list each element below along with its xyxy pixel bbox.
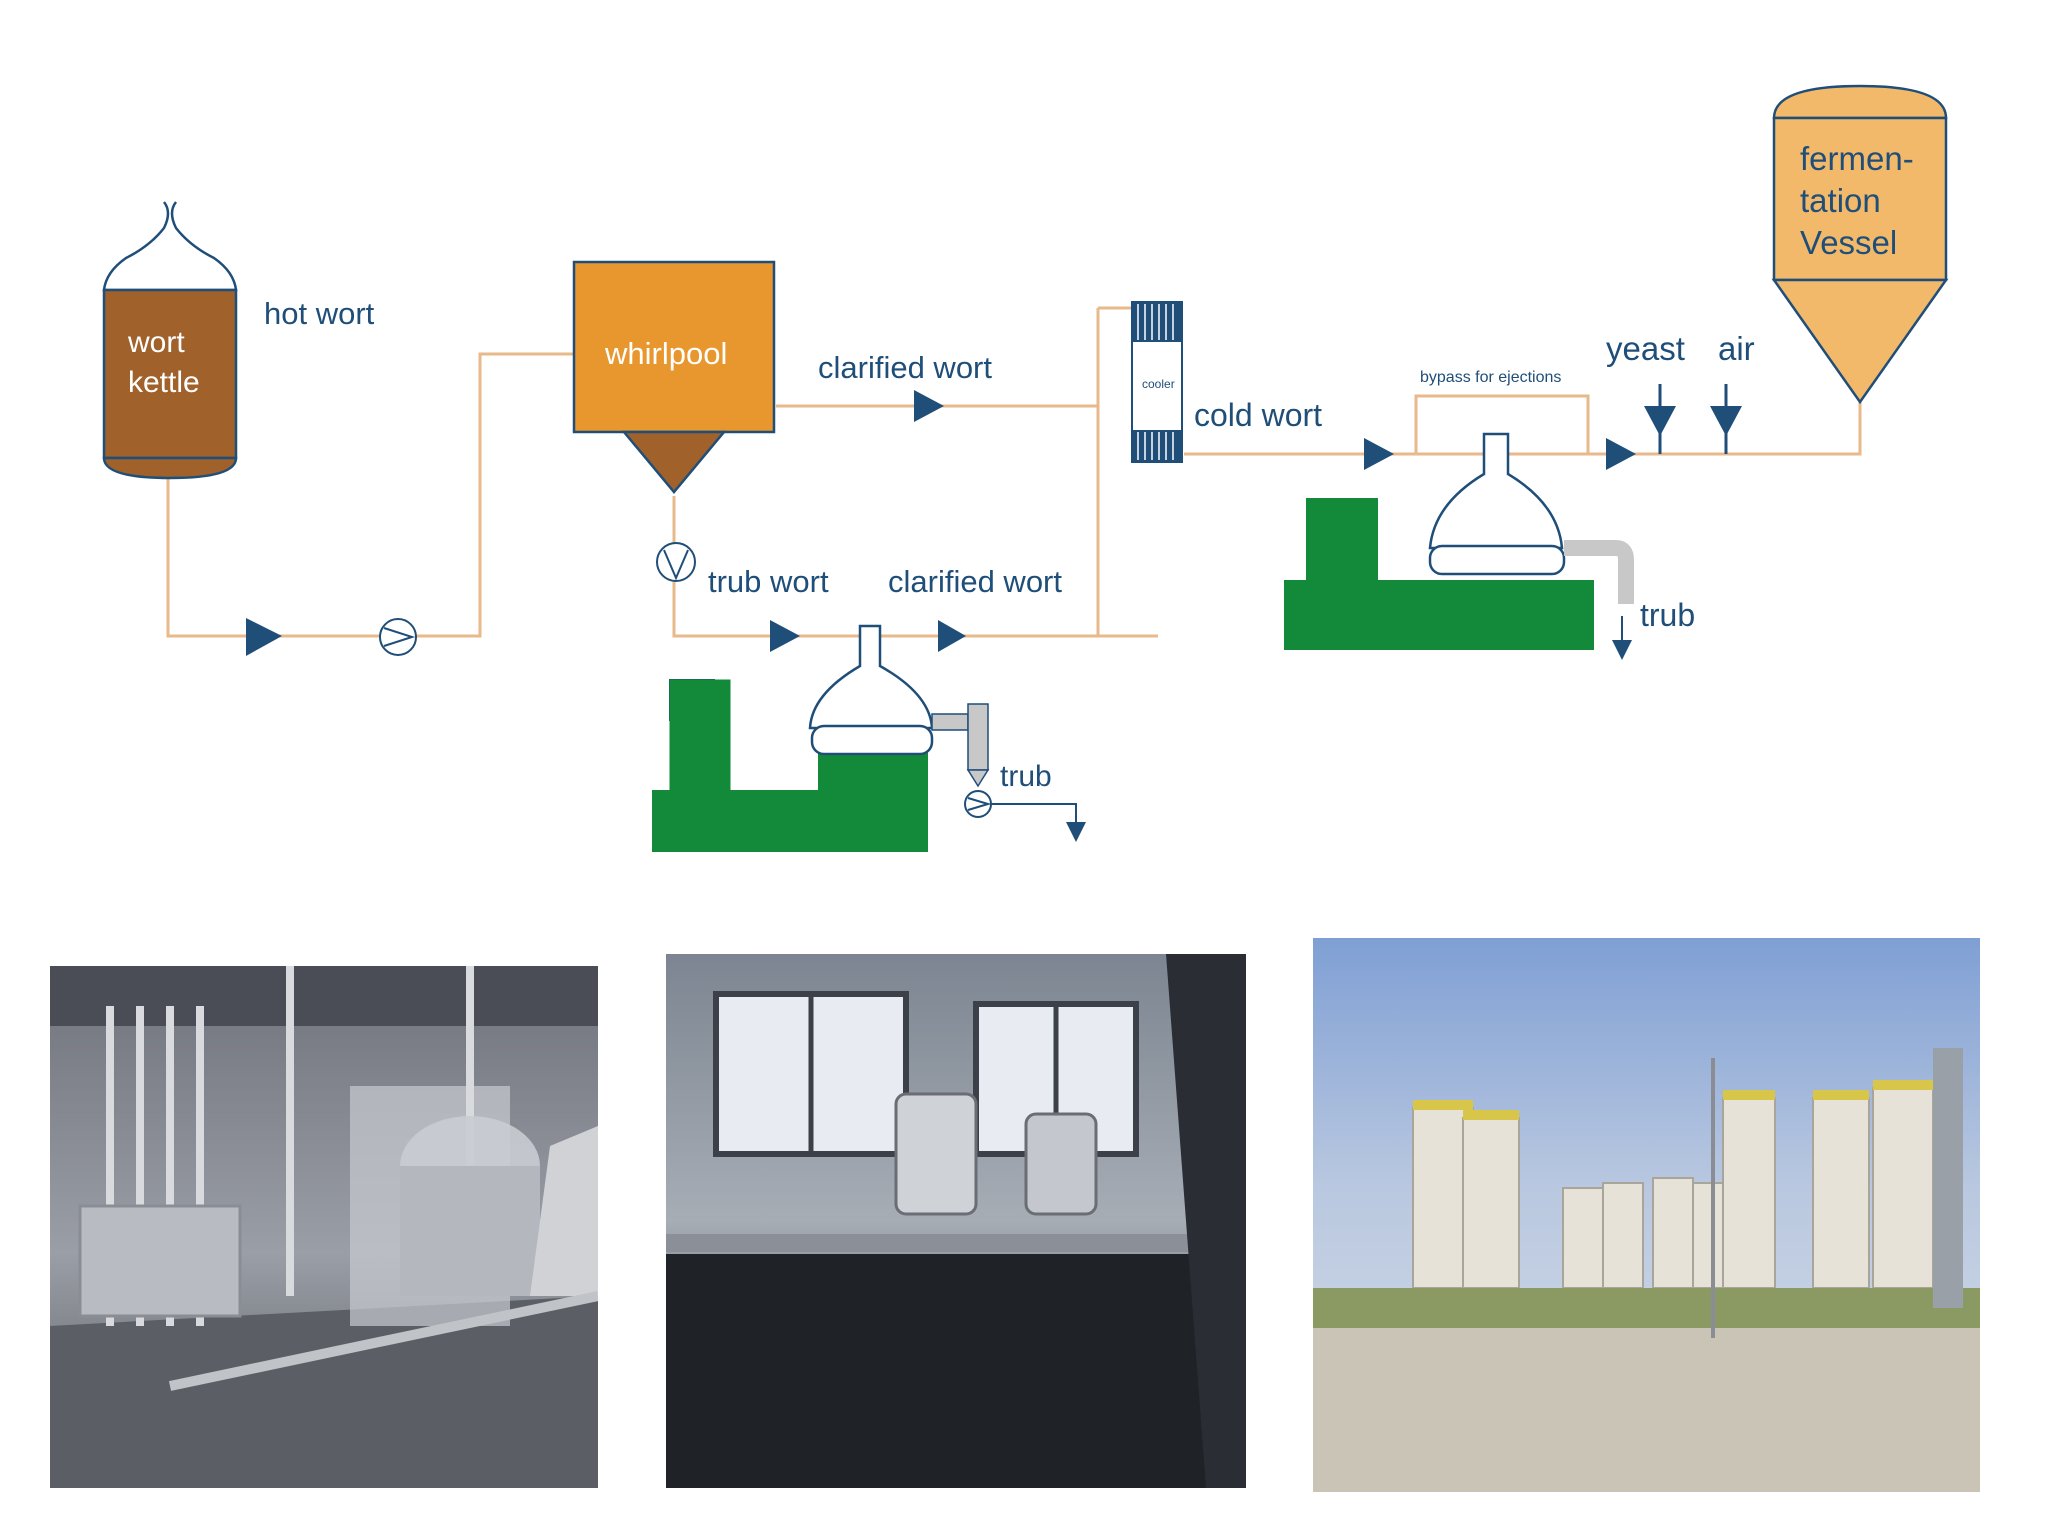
wort-kettle-label-1: wort [127, 326, 185, 359]
yeast-label: yeast [1606, 330, 1685, 367]
separator-base [652, 790, 928, 852]
flow-arrow-icon [938, 620, 966, 652]
whirlpool: whirlpool [572, 260, 776, 494]
separator-bowl [808, 624, 934, 730]
brewhouse-interior-photo [50, 966, 598, 1488]
separator-drive [818, 752, 928, 792]
flow-arrow-icon [1364, 438, 1394, 470]
fermenter-cone [1771, 278, 1949, 405]
whirlpool-body [572, 260, 776, 434]
kettle-dome [102, 201, 238, 292]
wort-kettle-label-2: kettle [128, 366, 200, 399]
clarified-wort-top-label: clarified wort [818, 350, 992, 385]
clarified-wort-bottom-label: clarified wort [888, 564, 1062, 599]
fermenter-dome [1772, 84, 1948, 120]
pump-icon [379, 618, 417, 656]
flow-arrow-icon [1606, 438, 1636, 470]
flow-arrow-icon [246, 618, 282, 656]
separator-outlet [931, 713, 969, 731]
trub-collector [967, 703, 989, 771]
hot-wort-label: hot wort [264, 296, 375, 331]
cooler: cooler [1131, 301, 1183, 463]
trub-drain-arrow-icon [1612, 640, 1632, 660]
air-dosing-arrow-icon [1710, 384, 1742, 454]
separator-disc [1428, 544, 1566, 576]
trub-pump-icon [964, 790, 992, 818]
cooler-top-plates [1132, 302, 1182, 342]
trub-wort-label: trub wort [708, 564, 829, 599]
bypass-label: bypass for ejections [1420, 369, 1561, 386]
decanter-separator [652, 624, 1086, 852]
separator-motor [1306, 498, 1378, 580]
flow-arrow-icon [770, 620, 800, 652]
separator-disc [810, 724, 934, 756]
cold-wort-pipe [1184, 402, 1862, 456]
flow-arrow-icon [914, 390, 944, 422]
whirlpool-label: whirlpool [604, 336, 727, 371]
bypass-pipe [1414, 394, 1590, 454]
fermentation-silos-photo [1313, 938, 1980, 1492]
fermenter-label-3: Vessel [1800, 224, 1897, 261]
cooler-bottom-plates [1132, 430, 1182, 462]
wort-kettle: wort kettle [102, 201, 238, 480]
fermentation-vessel: fermen- tation Vessel [1771, 84, 1949, 405]
fermenter-label-2: tation [1800, 182, 1881, 219]
fermenter-label-1: fermen- [1800, 140, 1914, 177]
wort-separator [1284, 432, 1634, 660]
trub-chute [1564, 540, 1634, 604]
tank-room-photo [666, 954, 1246, 1488]
air-label: air [1718, 330, 1755, 367]
hot-wort-pipe [166, 352, 574, 638]
trub-right-label: trub [1640, 597, 1695, 633]
separator-bowl [1428, 432, 1564, 550]
wort-process-diagram: wort kettle hot wort whirlpool clarified… [102, 84, 1949, 852]
kettle-bottom [102, 456, 238, 480]
trub-left-label: trub [1000, 760, 1052, 793]
yeast-dosing-arrow-icon [1644, 384, 1676, 454]
cold-wort-label: cold wort [1194, 397, 1322, 433]
cooler-label: cooler [1142, 377, 1175, 391]
trub-drain-arrow-icon [1066, 822, 1086, 842]
separator-tower [669, 679, 731, 791]
separator-base [1284, 580, 1594, 650]
whirlpool-cone [621, 430, 727, 494]
valve-icon [656, 542, 696, 582]
